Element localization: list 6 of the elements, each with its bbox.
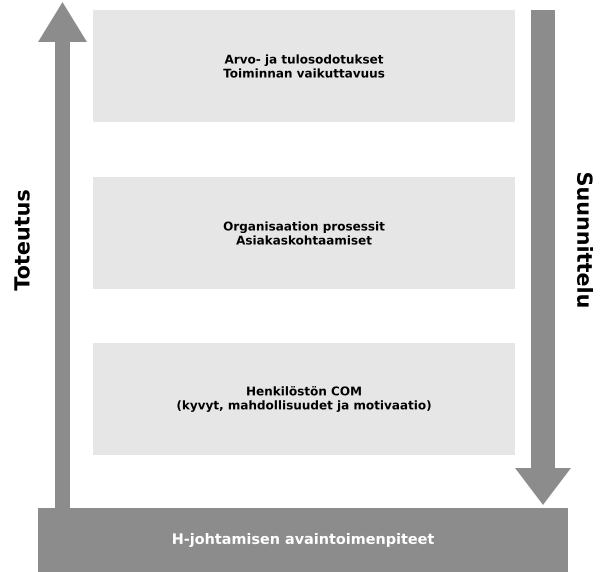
layer-box: Henkilöstön COM (kyvyt, mahdollisuudet ja motivaatio) (93, 342, 515, 455)
axis-label: Toteutus (14, 190, 30, 291)
layer-box: Organisaation prosessit Asiakaskohtaamiset (93, 177, 515, 289)
base-bar: H-johtamisen avaintoimenpiteet (38, 508, 568, 572)
axis-label: Suunnittelu (576, 173, 594, 307)
layer-box: Arvo- ja tulosodotukset Toiminnan vaikuttavuus (93, 10, 515, 122)
